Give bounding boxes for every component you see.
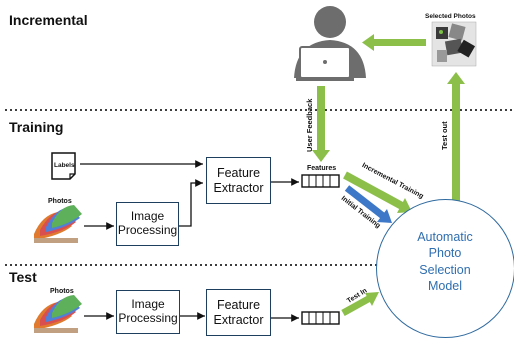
feature-vector-test [301,311,340,325]
section-title-test: Test [9,269,37,285]
feature-extractor-box-test: Feature Extractor [206,289,271,336]
photos-label-test: Photos [50,288,74,295]
arrow-selected-to-user [362,34,426,51]
arrow-initial-training [344,185,392,223]
model-label-line: Automatic [417,230,473,244]
document-icon [51,152,76,180]
image-processing-box-test: Image Processing [116,290,180,334]
test-out-label: Test out [440,121,449,150]
selected-photos-icon [431,21,477,67]
photo-stack-icon [34,295,82,333]
user-feedback-label: User Feedback [305,98,314,152]
arrow-user-feedback [312,86,330,162]
photos-label-training: Photos [48,198,72,205]
selected-photos-label: Selected Photos [425,13,476,20]
image-processing-box: Image Processing [116,202,179,246]
model-label: Automatic Photo Selection Model [380,229,510,294]
arrow-test-out [447,72,465,207]
user-laptop-icon [294,6,366,81]
photo-stack-icon [34,205,82,243]
feature-extractor-box: Feature Extractor [206,157,271,204]
arrow-processing-to-extractor [178,179,203,227]
model-label-line: Model [427,278,463,293]
features-label: Features [307,165,337,172]
arrow-test-in [341,292,379,317]
feature-vector [301,174,340,188]
model-circle [376,199,514,338]
labels-label: Labels [54,162,75,169]
section-title-training: Training [9,119,64,135]
model-label-line: Photo [428,246,462,261]
section-title-incremental: Incremental [9,12,88,28]
model-label-line: Selection [419,262,471,277]
